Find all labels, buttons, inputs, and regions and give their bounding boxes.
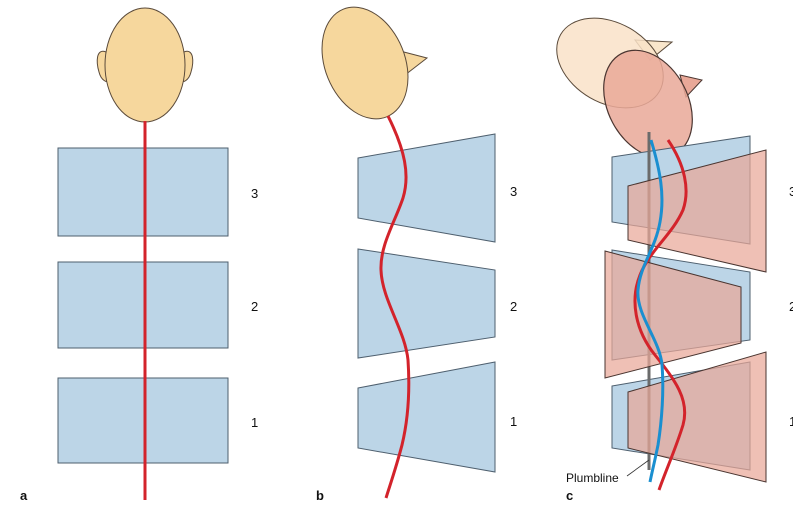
panel-c: 3 2 1 Plumbline c [541, 0, 793, 503]
vertebra-number-1: 1 [510, 414, 517, 429]
vertebra-3 [58, 148, 228, 236]
head [105, 8, 185, 122]
panel-letter-a: a [20, 488, 28, 503]
vertebra-2 [358, 249, 495, 358]
plumbline-leader [627, 460, 649, 476]
vertebra-number-2: 2 [251, 299, 258, 314]
vertebra-1 [358, 362, 495, 472]
panel-letter-c: c [566, 488, 573, 503]
vertebra-3 [358, 134, 495, 242]
panel-a: 3 2 1 a [20, 8, 258, 503]
vertebra-number-3: 3 [510, 184, 517, 199]
vertebra-number-2: 2 [789, 299, 793, 314]
vertebra-number-2: 2 [510, 299, 517, 314]
vertebra-number-1: 1 [251, 415, 258, 430]
panel-letter-b: b [316, 488, 324, 503]
vertebra-number-1: 1 [789, 414, 793, 429]
panel-b: 3 2 1 b [306, 0, 517, 503]
vertebra-1 [58, 378, 228, 463]
head [306, 0, 424, 132]
vertebra-2 [58, 262, 228, 348]
vertebra-number-3: 3 [789, 184, 793, 199]
plumbline-label: Plumbline [566, 471, 619, 485]
vertebra-number-3: 3 [251, 186, 258, 201]
